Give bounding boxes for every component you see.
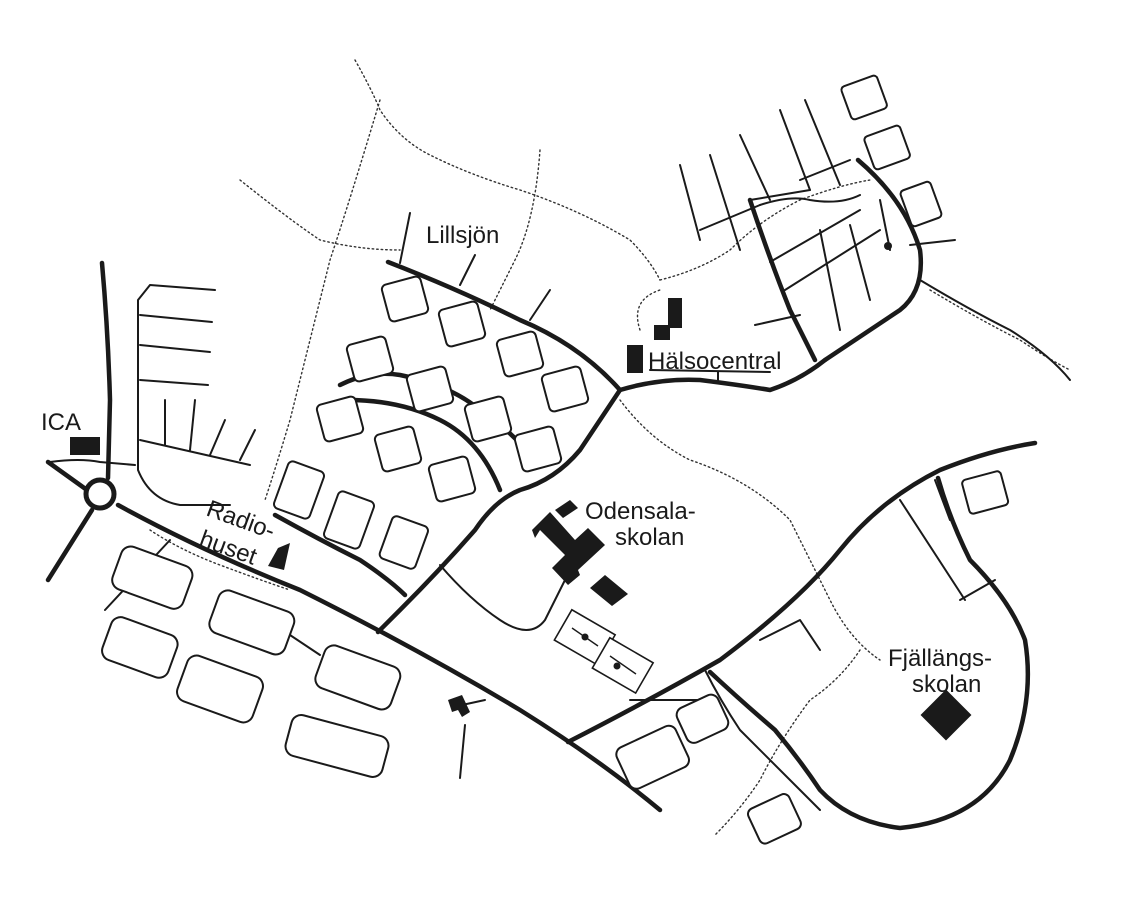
radiohuset-building [268, 543, 290, 570]
odensalaskolan-annex [590, 575, 628, 606]
main-roads [45, 157, 1038, 831]
roundabout [83, 477, 117, 511]
local-streets [49, 99, 1071, 811]
ica-building [70, 437, 100, 455]
map-labels: ICA Lillsjön Hälsocentral Radio- huset O… [41, 222, 992, 698]
label-fjallangsskolan-2: skolan [912, 671, 981, 698]
label-odensalaskolan-1: Odensala- [585, 498, 696, 525]
shop-building [448, 695, 470, 717]
odensalaskolan-wing [555, 500, 578, 518]
label-halsocentral: Hälsocentral [648, 348, 781, 375]
fjallangsskolan-building [920, 689, 972, 741]
sports-fields [553, 608, 655, 695]
buildings [70, 298, 972, 741]
halsocentral-building [627, 345, 643, 373]
label-lillsjon: Lillsjön [426, 222, 499, 249]
houses [101, 74, 1010, 845]
label-ica: ICA [41, 409, 81, 436]
lillsjon-building [654, 298, 682, 340]
odensalaskolan-building [532, 512, 605, 585]
label-fjallangsskolan-1: Fjällängs- [888, 645, 992, 672]
label-odensalaskolan-2: skolan [615, 524, 684, 551]
point-marker [884, 242, 892, 250]
